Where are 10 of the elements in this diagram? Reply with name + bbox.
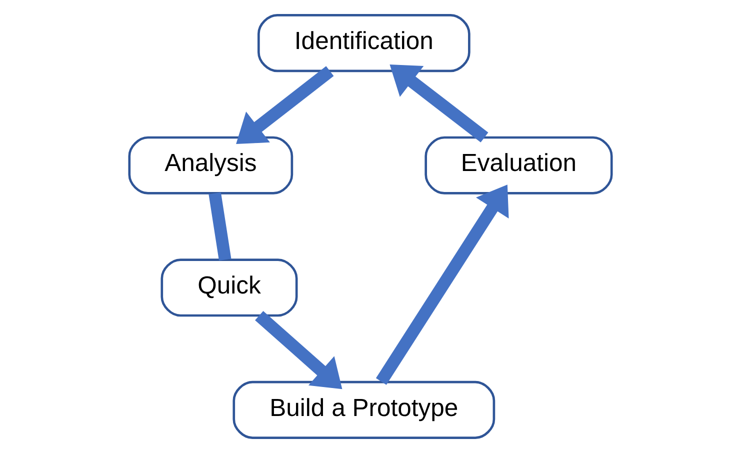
- node-box: Identification: [258, 14, 470, 72]
- arrow: [376, 184, 509, 384]
- node-box: Build a Prototype: [232, 380, 496, 438]
- arrow: [390, 64, 488, 142]
- arrow: [236, 66, 334, 144]
- connector: [208, 192, 232, 260]
- node-box: Analysis: [128, 136, 294, 194]
- arrow: [255, 310, 342, 389]
- node-box: Evaluation: [424, 136, 613, 194]
- node-box: Quick: [160, 258, 298, 316]
